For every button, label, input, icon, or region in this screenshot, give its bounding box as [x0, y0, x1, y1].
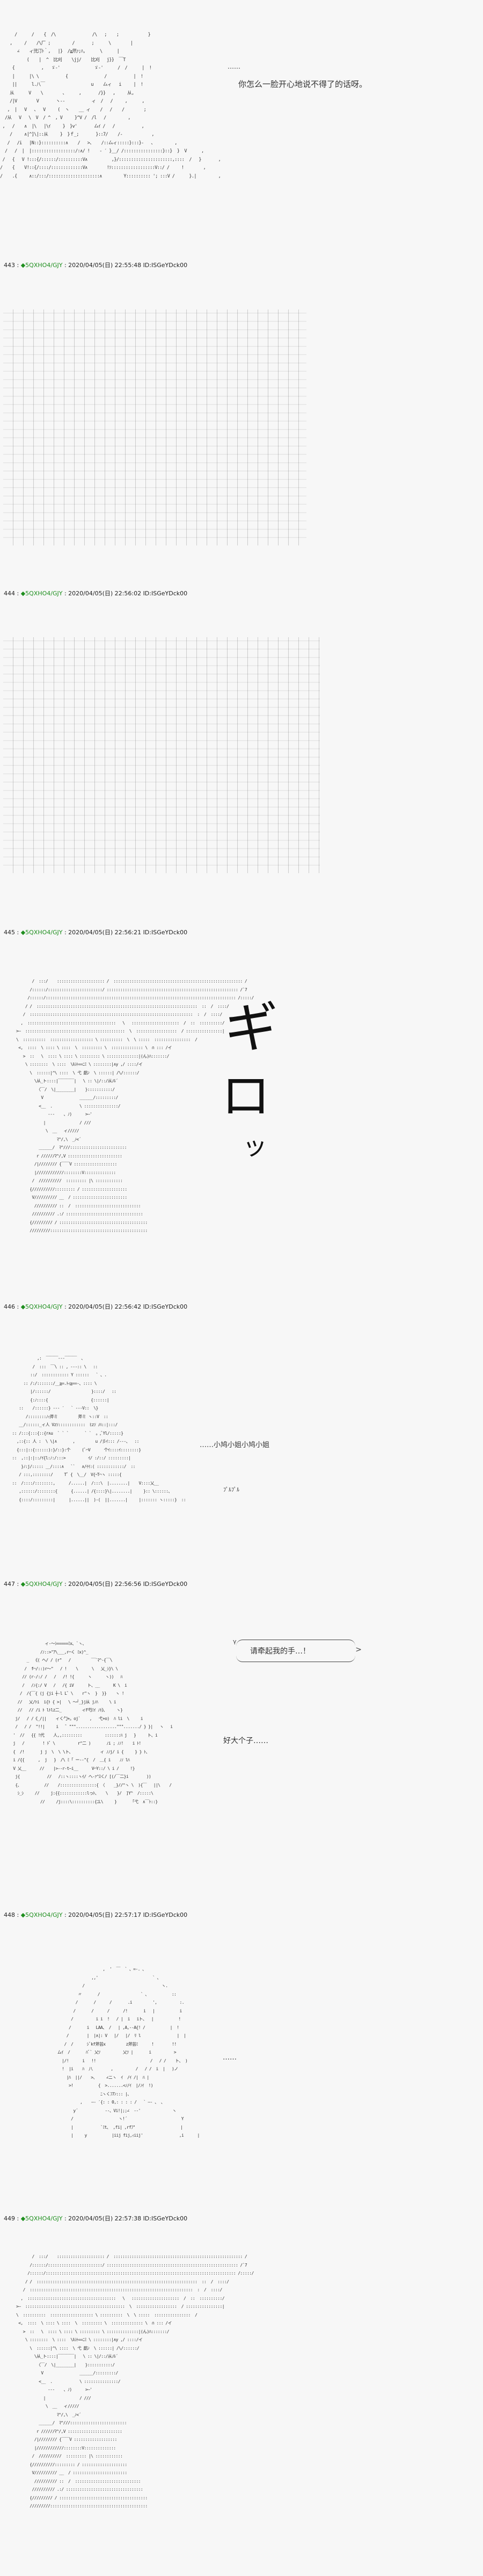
post-meta: : 2020/04/05(日) 22:57:17 ID:ISGeYDck00: [62, 1911, 188, 1918]
ascii-art-town-street-scene: [3, 309, 306, 545]
ascii-art-girl-short-hair: , ' ￣ ` 、=-. 、 ,,' ` 、 / ヽ. 〃 / ` 、 :: /…: [57, 1967, 200, 2138]
post-header: 447 : ◆5QXHO4/GJY : 2020/04/05(日) 22:56:…: [4, 1581, 187, 1588]
dialog-line: ……小鸠小姐小鸠小姐: [200, 1441, 270, 1449]
author-trip[interactable]: ◆5QXHO4/GJY: [20, 590, 63, 597]
post-number: 446 :: [4, 1303, 21, 1310]
post-442: / / { /\ /\ ; ; } , / /\厂 ; / ; \ | ∠ ィ弐…: [0, 0, 483, 252]
sfx-ro: ロ: [221, 1067, 271, 1125]
post-meta: : 2020/04/05(日) 22:57:38 ID:ISGeYDck00: [62, 2215, 188, 2222]
author-trip[interactable]: ◆5QXHO4/GJY: [20, 2215, 63, 2222]
author-trip[interactable]: ◆5QXHO4/GJY: [20, 1581, 63, 1588]
post-meta: : 2020/04/05(日) 22:56:21 ID:ISGeYDck00: [62, 929, 188, 936]
post-header: 449 : ◆5QXHO4/GJY : 2020/04/05(日) 22:57:…: [4, 2215, 187, 2223]
post-number: 447 :: [4, 1581, 21, 1588]
ascii-art-shopping-street-scene: [3, 637, 320, 873]
post-meta: : 2020/04/05(日) 22:56:02 ID:ISGeYDck00: [62, 590, 188, 597]
post-445: 445 : ◆5QXHO4/GJY : 2020/04/05(日) 22:56:…: [0, 929, 483, 1299]
author-trip[interactable]: ◆5QXHO4/GJY: [20, 929, 63, 936]
post-meta: : 2020/04/05(日) 22:56:56 ID:ISGeYDck00: [62, 1581, 188, 1588]
dialog-ellipsis: ……: [223, 2054, 237, 2062]
dialog-sfx-trembling: ﾌﾟﾙﾌﾟﾙ: [223, 1487, 239, 1493]
post-meta: : 2020/04/05(日) 22:56:42 ID:ISGeYDck00: [62, 1303, 188, 1310]
post-header: 446 : ◆5QXHO4/GJY : 2020/04/05(日) 22:56:…: [4, 1303, 187, 1311]
post-number: 444 :: [4, 590, 21, 597]
post-444: 444 : ◆5QXHO4/GJY : 2020/04/05(日) 22:56:…: [0, 590, 483, 922]
sfx-gi: ギ: [224, 997, 278, 1059]
dialog-line: 好大个子……: [223, 1737, 268, 1745]
ascii-art-face-closeup: / / { /\ /\ ; ; } , / /\厂 ; / ; \ | ∠ ィ弐…: [0, 32, 221, 179]
ascii-art-character-with-cap: / :::/ ::::::::::::::::::::: / :::::::::…: [16, 979, 254, 1233]
author-trip[interactable]: ◆5QXHO4/GJY: [20, 1303, 63, 1310]
post-449: 449 : ◆5QXHO4/GJY : 2020/04/05(日) 22:57:…: [0, 2215, 483, 2576]
post-header: 448 : ◆5QXHO4/GJY : 2020/04/05(日) 22:57:…: [4, 1911, 187, 1919]
post-meta: : 2020/04/05(日) 22:55:48 ID:ISGeYDck00: [62, 262, 188, 269]
ascii-art-character-with-cap: / :::/ ::::::::::::::::::::: / :::::::::…: [16, 2254, 254, 2508]
sfx-small-tsu: ッ: [243, 1132, 267, 1161]
post-number: 449 :: [4, 2215, 21, 2222]
dialog-ellipsis: ……: [228, 63, 240, 70]
ascii-art-girl-long-hair: ィ-～ｼ=====ﾐx、`ヽ、 /ﾉ::>"ｱ\___,r⌒く ﾐx)^_ _ …: [13, 1641, 173, 1804]
post-number: 448 :: [4, 1911, 21, 1918]
author-trip[interactable]: ◆5QXHO4/GJY: [20, 1911, 63, 1918]
author-trip[interactable]: ◆5QXHO4/GJY: [20, 262, 63, 269]
ascii-art-girl-with-glasses: ,: ￣￣￣---￣￣￣ 、 / ::: ￣\ :: , ---:: \ :: …: [12, 1356, 186, 1502]
post-443: 443 : ◆5QXHO4/GJY : 2020/04/05(日) 22:55:…: [0, 260, 483, 560]
post-number: 445 :: [4, 929, 21, 936]
post-446: 446 : ◆5QXHO4/GJY : 2020/04/05(日) 22:56:…: [0, 1303, 483, 1577]
post-number: 443 :: [4, 262, 21, 269]
post-header: 444 : ◆5QXHO4/GJY : 2020/04/05(日) 22:56:…: [4, 590, 187, 597]
post-header: 443 : ◆5QXHO4/GJY : 2020/04/05(日) 22:55:…: [4, 262, 187, 269]
post-header: 445 : ◆5QXHO4/GJY : 2020/04/05(日) 22:56:…: [4, 929, 187, 936]
dialog-line: 你怎么一脸开心地说不得了的话呀。: [238, 79, 368, 89]
speech-bubble: 请牵起我的手…！: [233, 1638, 362, 1662]
post-448: 448 : ◆5QXHO4/GJY : 2020/04/05(日) 22:57:…: [0, 1911, 483, 2212]
post-447: 447 : ◆5QXHO4/GJY : 2020/04/05(日) 22:56:…: [0, 1581, 483, 1908]
